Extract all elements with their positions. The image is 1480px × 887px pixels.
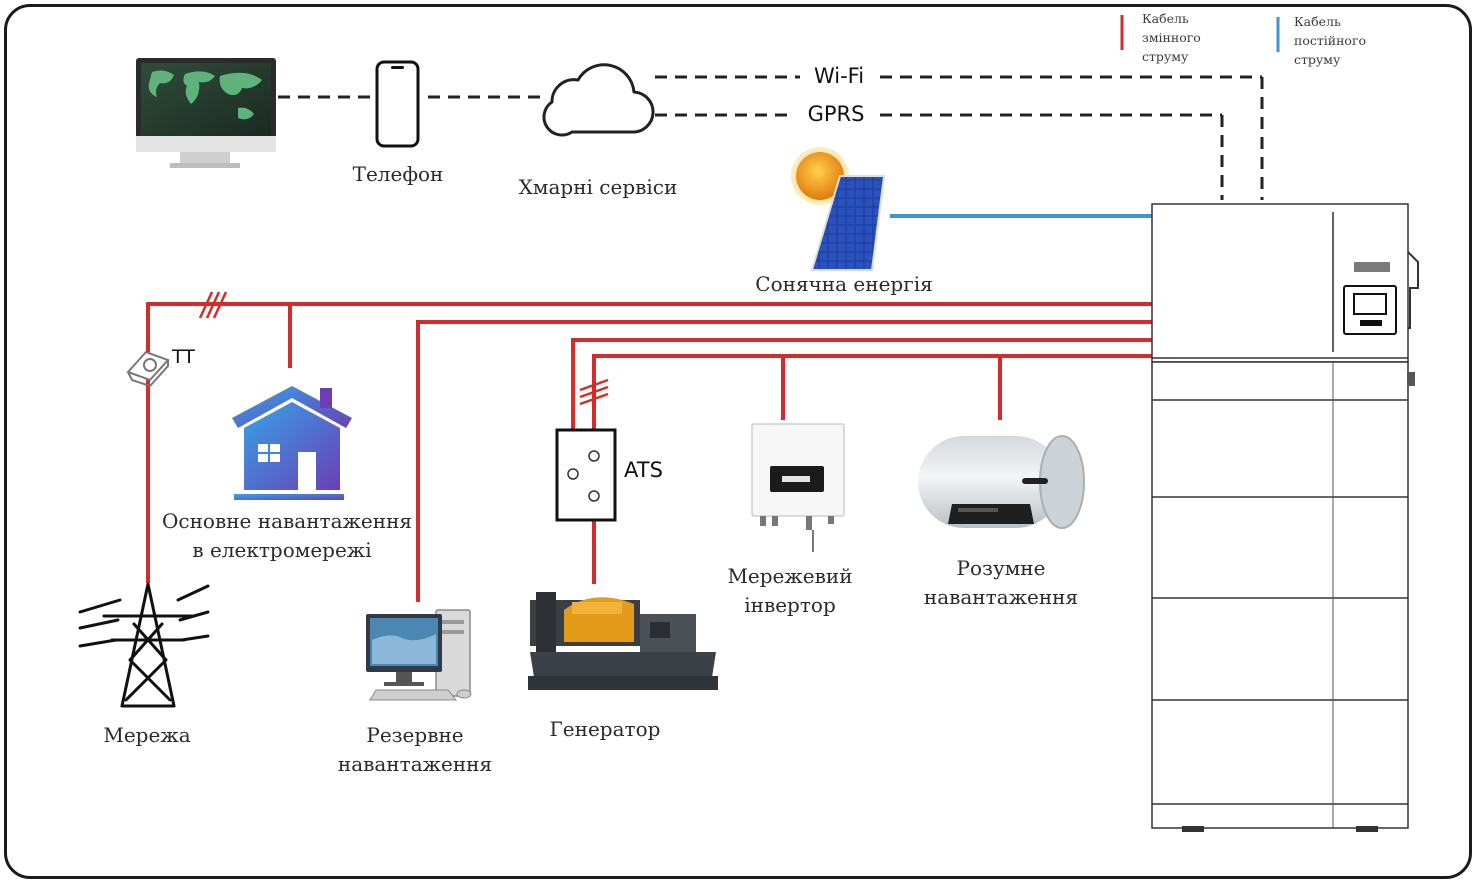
ats-switch-icon: [555, 428, 617, 522]
hybrid-inverter-icon: [1151, 203, 1419, 832]
legend-ac-line1: Кабель: [1142, 11, 1189, 26]
ac-cable-backup: [416, 320, 1152, 602]
ct-label: TT: [172, 346, 195, 368]
grid-inverter-line1: Мережевий: [727, 564, 853, 588]
legend-ac: Кабель змінного струму: [1142, 9, 1201, 66]
ac-cable-ats-grid: [571, 338, 1152, 458]
solar-panel-icon: [791, 147, 886, 271]
legend-ac-line3: струму: [1142, 49, 1189, 64]
cable-hash-marks: [198, 291, 609, 406]
grid-inverter-line2: інвертор: [744, 593, 836, 617]
home-load-label: Основне навантаження в електромережі: [162, 507, 413, 565]
legend-dc-line3: струму: [1294, 52, 1341, 67]
wifi-label: Wi-Fi: [813, 64, 865, 88]
grid-inverter-icon: [751, 423, 845, 552]
dashed-link-gprs: [655, 113, 1224, 200]
backup-load-label: Резервне навантаження: [330, 721, 500, 779]
ac-cable-grid: [146, 302, 1152, 583]
smart-load-label: Розумне навантаження: [920, 554, 1082, 612]
legend-ac-line2: змінного: [1142, 30, 1201, 45]
smartphone-icon: [375, 60, 420, 148]
desktop-pc-icon: [366, 609, 472, 701]
cloud-label: Хмарні сервіси: [518, 175, 678, 199]
generator-icon: [528, 592, 718, 690]
home-load-line2: в електромережі: [192, 538, 372, 562]
smart-load-line2: навантаження: [923, 585, 1079, 609]
house-icon: [232, 386, 352, 500]
grid-label: Мережа: [103, 723, 191, 747]
cloud-icon: [542, 63, 655, 137]
gprs-label: GPRS: [807, 102, 865, 126]
dashed-link-wifi: [655, 75, 1264, 200]
diagram-frame: [4, 4, 1472, 879]
monitor-icon: [136, 58, 276, 168]
power-tower-icon: [78, 582, 210, 708]
backup-load-line1: Резервне: [366, 723, 464, 747]
legend-dc-line2: постійного: [1294, 33, 1367, 48]
ac-cables: [146, 302, 1152, 602]
solar-label: Сонячна енергія: [755, 272, 933, 296]
ats-label: ATS: [624, 458, 663, 482]
generator-label: Генератор: [549, 717, 661, 741]
grid-inverter-label: Мережевий інвертор: [715, 562, 865, 620]
legend-dc-line1: Кабель: [1294, 14, 1341, 29]
legend-dc: Кабель постійного струму: [1294, 12, 1366, 69]
water-heater-icon: [918, 435, 1085, 529]
home-load-line1: Основне навантаження: [162, 509, 413, 533]
smart-load-line1: Розумне: [956, 556, 1046, 580]
current-transformer-icon: [126, 350, 170, 388]
ac-cable-ats-inverter: [592, 354, 1152, 458]
sun-icon: [791, 147, 849, 205]
backup-load-line2: навантаження: [337, 752, 493, 776]
phone-label: Телефон: [352, 162, 444, 186]
